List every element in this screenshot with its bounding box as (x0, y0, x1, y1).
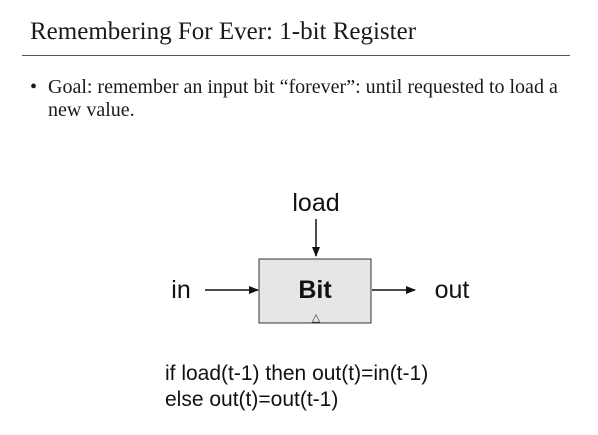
logic-line-1: if load(t-1) then out(t)=in(t-1) (165, 362, 429, 385)
bit-block (258, 258, 372, 324)
title-divider (22, 55, 570, 56)
output-label: out (435, 276, 470, 304)
bit-label: Bit (298, 276, 332, 304)
goal-bullet: • Goal: remember an input bit “forever”:… (30, 76, 575, 122)
bullet-marker: • (30, 76, 38, 98)
logic-line-2: else out(t)=out(t-1) (165, 388, 339, 411)
slide-title: Remembering For Ever: 1-bit Register (30, 18, 417, 45)
goal-text: Goal: remember an input bit “forever”: u… (48, 76, 558, 121)
input-label: in (171, 276, 190, 304)
load-label: load (292, 189, 339, 217)
register-logic: if load(t-1) then out(t)=in(t-1) else ou… (165, 361, 428, 413)
clock-marker-icon: △ (312, 312, 321, 324)
